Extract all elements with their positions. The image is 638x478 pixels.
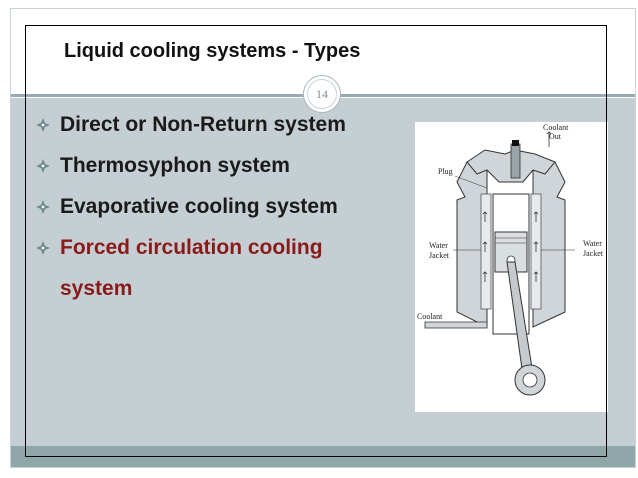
bullet-marker-icon [36,153,60,173]
label-coolant-out: Coolant [543,123,569,132]
bullet-item-highlighted: Forced circulation cooling [36,235,416,261]
bullet-continuation-text: system [60,277,133,300]
slide-outer-frame [10,8,636,468]
coolant-inlet-pipe [424,321,488,329]
slide-title: Liquid cooling systems - Types [64,40,361,62]
label-coolant-in: Coolant [417,312,443,321]
label-water-jacket-right-2: Jacket [583,249,604,258]
bullet-list: Direct or Non-Return system Thermosyphon… [36,112,416,317]
spark-plug [510,143,521,179]
water-jacket-left [480,193,492,310]
bullet-text: Forced circulation cooling [60,236,323,259]
label-coolant-out-2: Out [549,132,562,141]
bullet-continuation: system [36,276,416,302]
bullet-text: Evaporative cooling system [60,195,338,218]
label-water-jacket-left-2: Jacket [429,251,450,260]
page-number-badge: 14 [303,75,341,113]
page-number: 14 [316,86,328,101]
label-water-jacket-right: Water [583,239,602,248]
label-water-jacket-left: Water [429,241,448,250]
bullet-item: Thermosyphon system [36,153,416,179]
bullet-text: Direct or Non-Return system [60,113,346,136]
bullet-item: Evaporative cooling system [36,194,416,220]
bullet-text: Thermosyphon system [60,154,290,177]
engine-cooling-diagram: Coolant Out Plug Water Jacket Water Jack… [415,122,608,412]
label-plug: Plug [438,167,453,176]
bullet-marker-icon [36,235,60,255]
bullet-marker-icon [36,194,60,214]
bullet-marker-icon [36,112,60,132]
footer-band [11,446,635,467]
bullet-item: Direct or Non-Return system [36,112,416,138]
